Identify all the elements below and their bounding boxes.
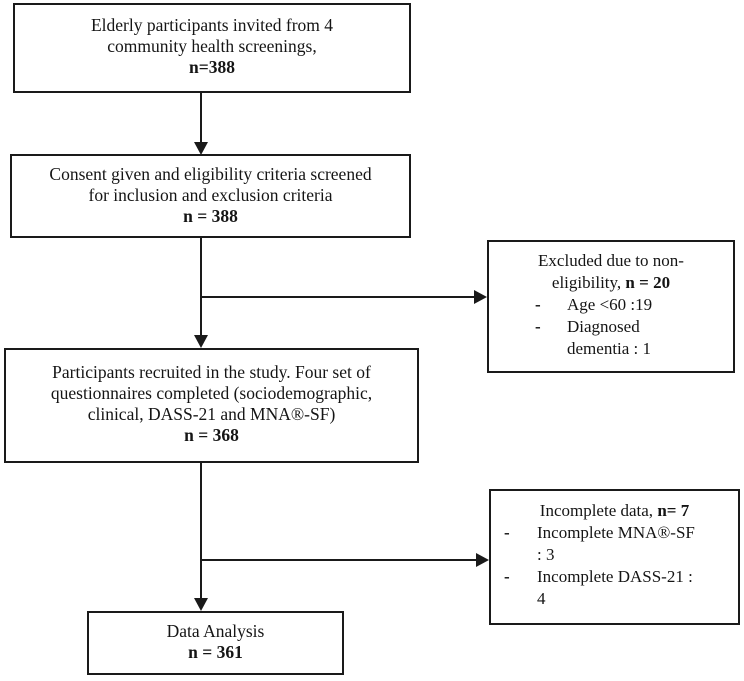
box-incomplete-title-prefix: Incomplete data,	[539, 501, 658, 520]
box-incomplete-list: - Incomplete MNA®-SF : 3 - Incomplete DA…	[491, 522, 738, 610]
incomplete-item-mna-line-2: : 3	[537, 545, 555, 564]
list-item: - Age <60 :19	[489, 294, 733, 316]
arrow-branch-to-incomplete	[201, 553, 489, 567]
list-item: - Incomplete MNA®-SF : 3	[491, 522, 738, 566]
box-excluded-count: n = 20	[625, 273, 671, 292]
box-data-analysis: Data Analysis n = 361	[87, 611, 344, 675]
box-invited-line-2: community health screenings,	[107, 36, 317, 56]
incomplete-item-mna-line-1: Incomplete MNA®-SF	[537, 523, 695, 542]
arrow-consent-to-recruited	[194, 238, 208, 348]
box-excluded-title-line-2: eligibility, n = 20	[489, 272, 733, 294]
box-excluded-title-line-1: Excluded due to non-	[538, 251, 684, 270]
box-incomplete-data: Incomplete data, n= 7 - Incomplete MNA®-…	[489, 489, 740, 625]
box-excluded: Excluded due to non- eligibility, n = 20…	[487, 240, 735, 373]
box-recruited-line-2: questionnaires completed (sociodemograph…	[50, 383, 373, 403]
dash-bullet: -	[535, 295, 541, 314]
box-invited-count: n=388	[189, 57, 235, 77]
box-incomplete-count: n= 7	[657, 501, 690, 520]
excluded-item-age-line-1: Age <60 :19	[567, 295, 653, 314]
excluded-item-dementia: Diagnosed dementia : 1	[567, 316, 733, 360]
box-excluded-title-prefix: eligibility,	[551, 273, 626, 292]
incomplete-item-dass-line-1: Incomplete DASS-21 :	[537, 567, 693, 586]
excluded-item-age: Age <60 :19	[567, 294, 733, 316]
box-consent-line-2: for inclusion and exclusion criteria	[88, 185, 333, 205]
incomplete-item-mna: Incomplete MNA®-SF : 3	[537, 522, 738, 566]
dash-bullet: -	[535, 317, 541, 336]
list-item: - Diagnosed dementia : 1	[489, 316, 733, 360]
box-invited-participants: Elderly participants invited from 4 comm…	[13, 3, 411, 93]
box-incomplete-title: Incomplete data, n= 7	[491, 500, 738, 522]
box-recruited-count: n = 368	[184, 425, 239, 445]
box-consent-line-1: Consent given and eligibility criteria s…	[49, 164, 372, 184]
box-recruited: Participants recruited in the study. Fou…	[4, 348, 419, 463]
arrow-invited-to-consent	[194, 93, 208, 155]
box-recruited-line-3: clinical, DASS-21 and MNA®-SF)	[87, 404, 336, 424]
box-consent-count: n = 388	[183, 206, 238, 226]
box-invited-line-1: Elderly participants invited from 4	[90, 15, 334, 35]
box-analysis-count: n = 361	[188, 642, 243, 662]
box-consent-eligibility: Consent given and eligibility criteria s…	[10, 154, 411, 238]
dash-bullet: -	[504, 567, 510, 586]
arrow-recruited-to-analysis	[194, 463, 208, 611]
box-excluded-list: - Age <60 :19 - Diagnosed dementia : 1	[489, 294, 733, 360]
excluded-item-dementia-line-1: Diagnosed	[567, 317, 640, 336]
arrow-branch-to-excluded	[201, 290, 487, 304]
box-recruited-line-1: Participants recruited in the study. Fou…	[52, 362, 371, 382]
dash-bullet: -	[504, 523, 510, 542]
incomplete-item-dass-line-2: 4	[537, 589, 546, 608]
incomplete-item-dass: Incomplete DASS-21 : 4	[537, 566, 738, 610]
list-item: - Incomplete DASS-21 : 4	[491, 566, 738, 610]
box-analysis-line-1: Data Analysis	[166, 621, 265, 641]
excluded-item-dementia-line-2: dementia : 1	[567, 339, 652, 358]
